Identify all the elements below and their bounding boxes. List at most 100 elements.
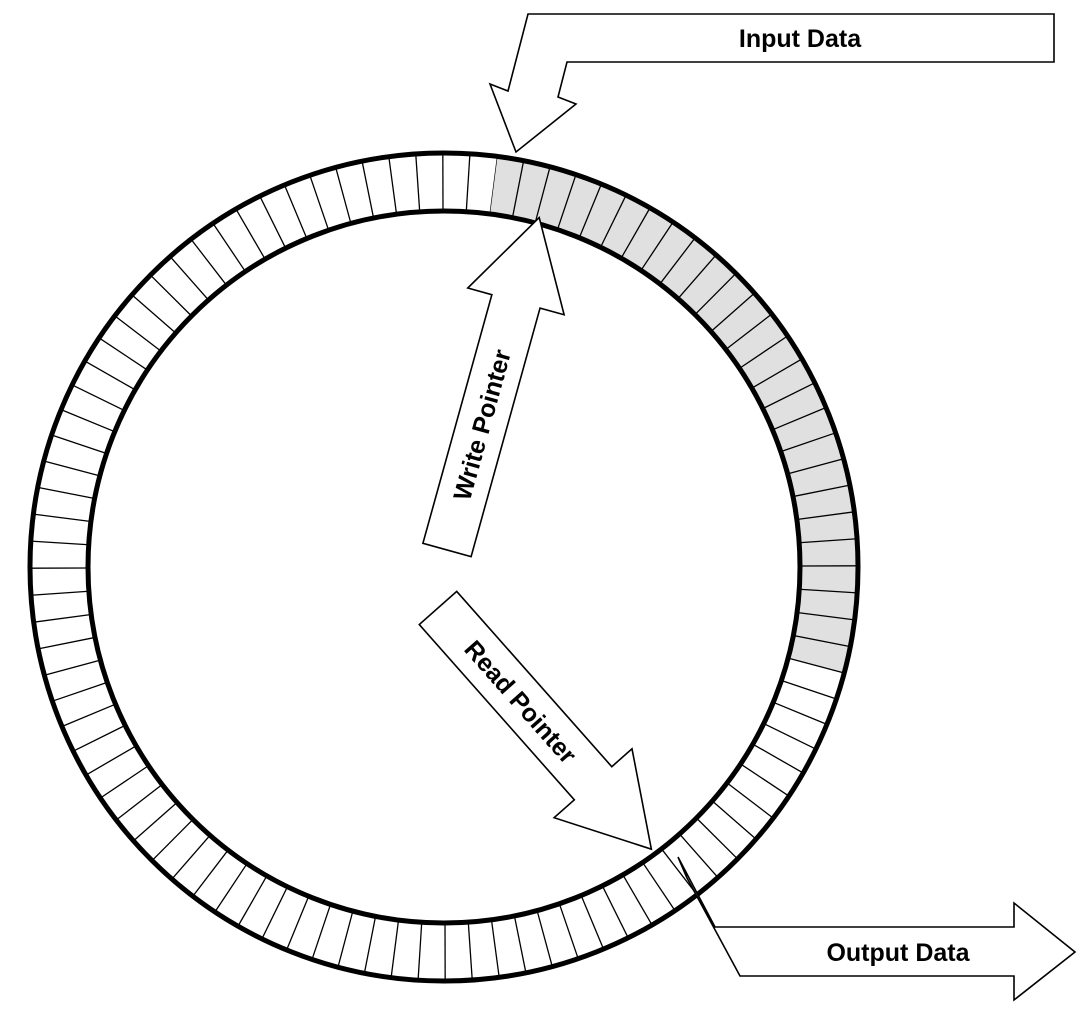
buffer-cell-empty [171, 835, 229, 897]
buffer-cell-empty [191, 223, 246, 286]
buffer-cell-empty [773, 680, 837, 725]
input-data-arrow-shape [488, 13, 1055, 154]
buffer-cell-divider [214, 863, 248, 913]
buffer-cell-empty [99, 315, 161, 371]
buffer-cell-filled [677, 254, 736, 315]
buffer-outer-edge [27, 150, 861, 984]
buffer-cell-empty [284, 175, 329, 239]
buffer-cell-divider [415, 153, 421, 212]
buffer-cell-divider [85, 745, 137, 776]
buffer-cell-empty [752, 723, 816, 773]
buffer-cell-empty [559, 895, 604, 959]
buffer-cell-divider [751, 358, 803, 389]
buffer-cell-divider [695, 817, 739, 860]
buffer-cell-empty [415, 153, 443, 212]
buffer-cell-divider [33, 513, 91, 523]
buffer-cell-divider [100, 765, 149, 799]
input-data-arrow: Input Data [488, 13, 1055, 154]
buffer-cell-filled [557, 174, 602, 238]
buffer-cell-divider [337, 910, 354, 968]
buffer-cell-empty [581, 885, 629, 950]
buffer-cell-empty [61, 384, 125, 432]
buffer-cell-empty [44, 660, 108, 702]
buffer-cell-divider [133, 801, 178, 842]
buffer-cell-empty [763, 702, 827, 750]
output-data-arrow: Output Data [677, 856, 1077, 1002]
buffer-cell-divider [772, 406, 827, 431]
buffer-cell-empty [235, 196, 286, 260]
buffer-cell-divider [599, 194, 627, 248]
buffer-cell-empty [152, 819, 211, 880]
buffer-cell-empty [51, 409, 115, 454]
buffer-cell-divider [417, 922, 423, 981]
buffer-cell-divider [513, 915, 527, 973]
buffer-cell-divider [115, 784, 163, 821]
buffer-cell-empty [30, 514, 91, 545]
buffer-cell-empty [30, 591, 92, 623]
output-data-label: Output Data [826, 939, 970, 967]
buffer-cell-empty [38, 637, 101, 676]
buffer-cell-divider [620, 207, 651, 259]
buffer-cell-empty [781, 658, 845, 699]
buffer-cell-divider [212, 223, 246, 272]
buffer-cell-divider [677, 254, 717, 300]
buffer-cell-divider [781, 679, 837, 700]
buffer-cell-divider [171, 834, 211, 880]
buffer-cell-divider [43, 460, 101, 477]
read-pointer-arrow: Read Pointer [418, 590, 653, 851]
buffer-cell-divider [726, 782, 774, 819]
buffer-cell-empty [622, 862, 675, 925]
buffer-cell-empty [61, 704, 126, 752]
buffer-cell-filled [787, 458, 850, 497]
buffer-cell-empty [661, 833, 718, 895]
buffer-cell-empty [73, 725, 137, 776]
buffer-cell-filled [600, 195, 650, 259]
buffer-cell-empty [286, 896, 331, 960]
buffer-cell-divider [192, 849, 229, 897]
buffer-cell-divider [580, 895, 605, 950]
buffer-cell-divider [558, 903, 579, 959]
read-pointer-label: Read Pointer [459, 635, 582, 769]
buffer-cell-empty [30, 541, 89, 569]
buffer-cell-empty [466, 153, 497, 214]
buffer-cell-divider [37, 486, 95, 500]
buffer-cell-divider [61, 703, 116, 728]
buffer-cell-divider [71, 384, 125, 412]
buffer-cell-divider [578, 183, 602, 238]
buffer-cell-filled [772, 407, 836, 452]
buffer-cell-empty [43, 435, 107, 476]
buffer-cell-empty [468, 919, 500, 981]
buffer-cell-empty [740, 744, 804, 797]
buffer-cell-empty [679, 818, 738, 878]
buffer-cell-filled [788, 635, 851, 674]
buffer-cell-divider [311, 904, 332, 960]
buffer-cell-divider [797, 611, 855, 621]
buffer-cell-divider [710, 292, 755, 333]
buffer-cell-filled [512, 160, 551, 223]
buffer-cell-divider [640, 221, 674, 271]
buffer-cell-divider [725, 313, 773, 350]
buffer-cell-divider [169, 256, 210, 301]
output-data-arrow-shape [677, 856, 1077, 1002]
buffer-cell-empty [642, 848, 697, 911]
buffer-cell-filled [695, 273, 755, 332]
buffer-cell-empty [335, 161, 374, 224]
buffer-cell-divider [261, 886, 289, 940]
buffer-cell-divider [235, 208, 266, 260]
buffer-cell-divider [283, 184, 308, 239]
buffer-cell-filled [739, 336, 802, 389]
buffer-cell-empty [445, 922, 473, 981]
buffer-cell-divider [799, 538, 858, 544]
buffer-cell-empty [100, 765, 163, 820]
buffer-cell-divider [763, 722, 817, 750]
buffer-cell-divider [642, 862, 676, 911]
buffer-cell-empty [391, 920, 422, 981]
buffer-cell-filled [799, 565, 859, 593]
buffer-cell-filled [621, 207, 674, 271]
buffer-cell-divider [98, 337, 148, 371]
buffer-cell-filled [535, 166, 576, 230]
buffer-cell-divider [465, 153, 471, 212]
buffer-cell-divider [84, 360, 136, 391]
buffer-cell-divider [536, 910, 553, 967]
